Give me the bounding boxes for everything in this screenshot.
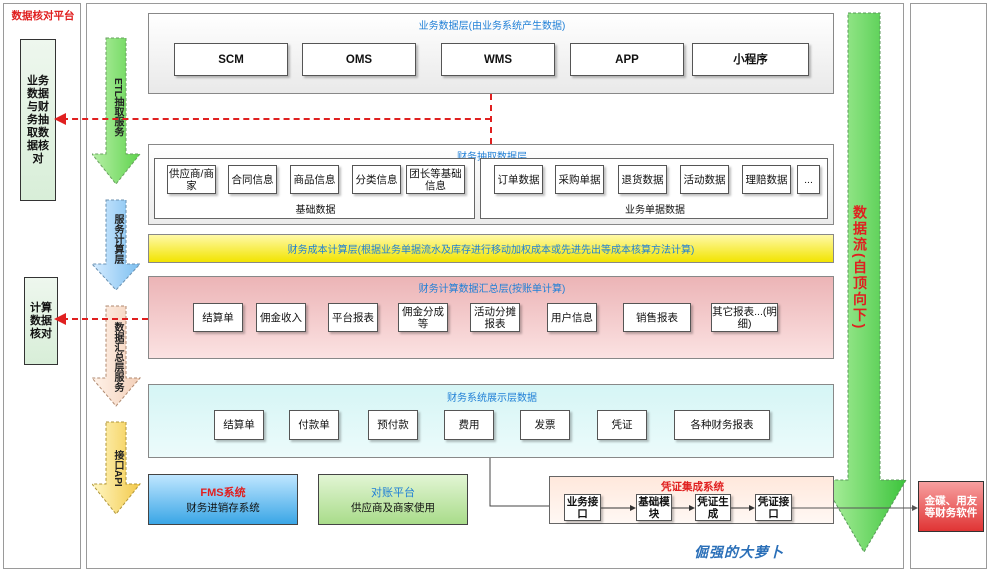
app-box[interactable]: APP — [570, 43, 684, 76]
calc-label: 服务计算层 — [112, 214, 123, 264]
platform-report-box[interactable]: 平台报表 — [328, 303, 378, 332]
calc-check-box[interactable]: 计算数据核对 — [24, 277, 58, 365]
etl-dashed-horizontal — [62, 118, 491, 120]
voucher-title: 凭证集成系统 — [661, 481, 724, 493]
basic-data-caption: 基础数据 — [295, 205, 336, 216]
etl-dashed-vertical — [490, 94, 492, 144]
basic-module-box[interactable]: 基础模块 — [636, 494, 672, 521]
fms-title: FMS系统 — [200, 487, 246, 499]
return-data-box[interactable]: 退货数据 — [618, 165, 667, 194]
biz-data-caption: 业务单据数据 — [625, 205, 685, 216]
reconciliation-platform[interactable]: 对账平台 供应商及商家使用 — [318, 474, 468, 525]
oms-box[interactable]: OMS — [302, 43, 416, 76]
cost-calc-layer: 财务成本计算层(根据业务单据流水及库存进行移动加权成本或先进先出等成本核算方法计… — [148, 234, 834, 263]
layer-title: 财务抽取数据层 — [149, 148, 835, 163]
prepayment-box[interactable]: 预付款 — [368, 410, 418, 440]
scm-box[interactable]: SCM — [174, 43, 288, 76]
supplier-box[interactable]: 供应商/商家 — [167, 165, 216, 194]
fms-subtitle: 财务进销存系统 — [186, 502, 260, 514]
voucher-interface-box[interactable]: 凭证接口 — [755, 494, 792, 521]
wms-box[interactable]: WMS — [441, 43, 555, 76]
activity-data-box[interactable]: 活动数据 — [680, 165, 729, 194]
leader-info-box[interactable]: 团长等基础信息 — [406, 165, 465, 194]
contract-box[interactable]: 合同信息 — [228, 165, 277, 194]
calc-arrow — [92, 199, 142, 291]
watermark: 倔强的大萝卜 — [694, 545, 784, 561]
settlement-display-box[interactable]: 结算单 — [214, 410, 264, 440]
arrowhead-icon — [54, 113, 66, 125]
calc-dashed-horizontal — [62, 318, 148, 320]
financial-reports-box[interactable]: 各种财务报表 — [674, 410, 770, 440]
layer-title: 业务数据层(由业务系统产生数据) — [418, 21, 566, 32]
layer-title: 财务系统展示层数据 — [447, 393, 537, 404]
payment-box[interactable]: 付款单 — [289, 410, 339, 440]
more-box[interactable]: ... — [797, 165, 820, 194]
data-flow-label: 数据流(自顶向下) — [852, 205, 868, 331]
user-info-box[interactable]: 用户信息 — [547, 303, 597, 332]
business-check-box[interactable]: 业务数据与财务抽取数据核对 — [20, 39, 56, 201]
etl-label: ETL抽取服务 — [112, 78, 123, 137]
claim-data-box[interactable]: 理赔数据 — [742, 165, 791, 194]
activity-share-box[interactable]: 活动分摊报表 — [470, 303, 520, 332]
voucher-generate-box[interactable]: 凭证生成 — [695, 494, 731, 521]
summary-label: 数据汇总层服务 — [112, 322, 123, 392]
layer-title: 财务成本计算层(根据业务单据流水及库存进行移动加权成本或先进先出等成本核算方法计… — [287, 245, 695, 256]
voucher-flow-arrows — [601, 505, 918, 511]
reconciliation-panel: 数据核对平台 业务数据与财务抽取数据核对 计算数据核对 — [3, 3, 81, 569]
biz-interface-box[interactable]: 业务接口 — [564, 494, 601, 521]
voucher-display-box[interactable]: 凭证 — [597, 410, 647, 440]
data-flow-arrow — [830, 12, 907, 553]
category-box[interactable]: 分类信息 — [352, 165, 401, 194]
invoice-box[interactable]: 发票 — [520, 410, 570, 440]
mini-program-box[interactable]: 小程序 — [692, 43, 809, 76]
service-arrows — [92, 37, 142, 515]
purchase-box[interactable]: 采购单据 — [555, 165, 604, 194]
panel-title: 数据核对平台 — [11, 10, 75, 22]
settlement-box[interactable]: 结算单 — [193, 303, 243, 332]
sales-report-box[interactable]: 销售报表 — [623, 303, 691, 332]
other-reports-box[interactable]: 其它报表...(明细) — [711, 303, 778, 332]
external-finance-software[interactable]: 金碟、用友等财务软件 — [918, 481, 984, 532]
product-box[interactable]: 商品信息 — [290, 165, 339, 194]
api-arrow — [92, 421, 142, 515]
etl-arrow — [92, 37, 142, 185]
recon-title: 对账平台 — [371, 487, 415, 499]
layer-title: 财务计算数据汇总层(按账单计算) — [418, 284, 566, 295]
order-data-box[interactable]: 订单数据 — [494, 165, 543, 194]
expense-box[interactable]: 费用 — [444, 410, 494, 440]
right-panel — [910, 3, 987, 569]
commission-income-box[interactable]: 佣金收入 — [256, 303, 306, 332]
recon-subtitle: 供应商及商家使用 — [351, 502, 435, 514]
api-label: 接口API — [112, 450, 123, 487]
display-to-voucher-connector — [489, 458, 550, 507]
commission-share-box[interactable]: 佣金分成等 — [398, 303, 448, 332]
fms-system[interactable]: FMS系统 财务进销存系统 — [148, 474, 298, 525]
arrowhead-icon — [54, 313, 66, 325]
